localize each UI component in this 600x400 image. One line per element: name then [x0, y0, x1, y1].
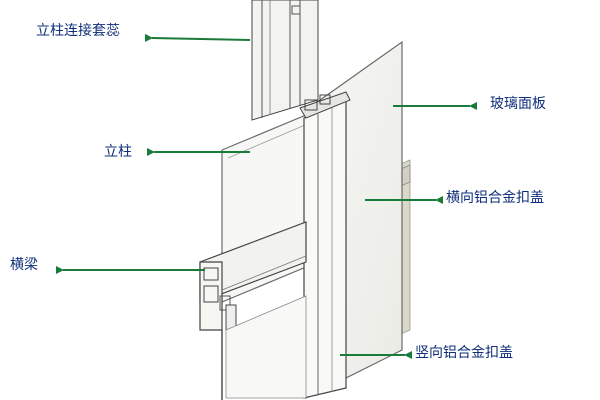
leader-connection-sleeve [144, 33, 251, 42]
horizontal-transom [199, 221, 307, 331]
lower-glass-left [225, 295, 307, 399]
label-connection-sleeve: 立柱连接套蕊 [36, 23, 120, 39]
label-column: 立柱 [104, 144, 132, 160]
vertical-mullion [299, 91, 351, 399]
label-vertical-cap: 竖向铝合金扣盖 [415, 345, 513, 361]
upper-column [251, 0, 319, 121]
label-glass-panel: 玻璃面板 [490, 96, 546, 112]
label-beam: 横梁 [10, 257, 38, 273]
label-horizontal-cap: 横向铝合金扣盖 [446, 190, 544, 206]
